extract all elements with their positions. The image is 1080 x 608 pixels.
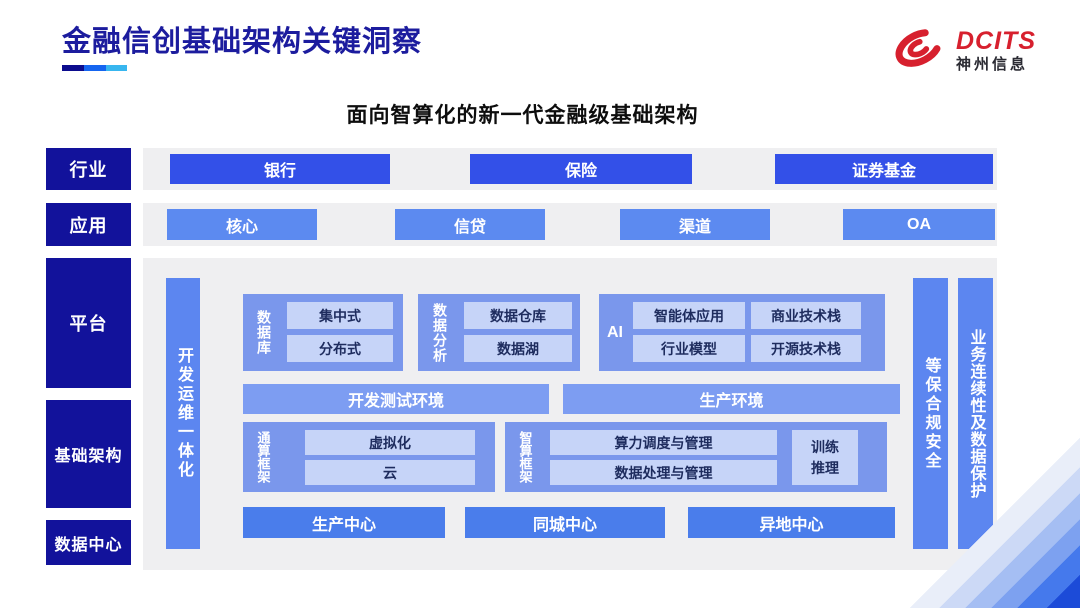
node-cloud: 云 xyxy=(305,460,475,485)
analytics-group: 数据分析 数据仓库 数据湖 xyxy=(418,294,580,371)
node-data-processing: 数据处理与管理 xyxy=(550,460,777,485)
node-industry-models: 行业模型 xyxy=(633,335,745,362)
node-data-warehouse: 数据仓库 xyxy=(464,302,572,329)
node-devtest-env: 开发测试环境 xyxy=(243,384,549,414)
rail-platform: 平台 xyxy=(46,258,131,388)
node-open-source-stack: 开源技术栈 xyxy=(751,335,861,362)
node-insurance: 保险 xyxy=(470,154,692,184)
continuity-bar: 业务连续性及数据保护 xyxy=(958,278,993,549)
rail-application: 应用 xyxy=(46,203,131,246)
node-remote-center: 异地中心 xyxy=(688,507,895,538)
logo-company: 神州信息 xyxy=(956,55,1029,73)
ai-group-label: AI xyxy=(607,323,623,341)
general-compute-group: 通算框架 虚拟化 云 xyxy=(243,422,495,492)
node-securities-funds: 证券基金 xyxy=(775,154,993,184)
analytics-group-label: 数据分析 xyxy=(432,302,448,363)
node-distributed: 分布式 xyxy=(287,335,393,362)
ai-compute-group: 智算框架 算力调度与管理 数据处理与管理 训练推理 xyxy=(505,422,887,492)
node-compute-scheduling: 算力调度与管理 xyxy=(550,430,777,455)
node-agent-apps: 智能体应用 xyxy=(633,302,745,329)
node-credit: 信贷 xyxy=(395,209,545,240)
node-core: 核心 xyxy=(167,209,317,240)
company-logo: DCITS 神州信息 xyxy=(890,20,1060,80)
node-production-env: 生产环境 xyxy=(563,384,900,414)
node-data-lake: 数据湖 xyxy=(464,335,572,362)
logo-brand: DCITS xyxy=(956,26,1036,55)
node-samecity-center: 同城中心 xyxy=(465,507,665,538)
title-underline-segment xyxy=(106,65,127,71)
general-compute-label: 通算框架 xyxy=(255,431,271,483)
node-centralized: 集中式 xyxy=(287,302,393,329)
page-title: 金融信创基础架构关键洞察 xyxy=(62,26,423,58)
ai-compute-label: 智算框架 xyxy=(517,431,533,483)
node-training-inference: 训练推理 xyxy=(792,430,858,485)
devops-bar-label: 开发运维一体化 xyxy=(175,347,192,480)
database-group: 数据库 集中式 分布式 xyxy=(243,294,403,371)
logo-swirl-icon xyxy=(890,20,948,81)
security-bar-label: 等保合规安全 xyxy=(922,356,940,471)
node-channel: 渠道 xyxy=(620,209,770,240)
security-bar: 等保合规安全 xyxy=(913,278,948,549)
rail-industry: 行业 xyxy=(46,148,131,190)
ai-group: AI 智能体应用 商业技术栈 行业模型 开源技术栈 xyxy=(599,294,885,371)
continuity-bar-label: 业务连续性及数据保护 xyxy=(967,328,985,499)
node-virtualization: 虚拟化 xyxy=(305,430,475,455)
diagram-title: 面向智算化的新一代金融级基础架构 xyxy=(346,104,699,127)
industry-strip: 银行 保险 证券基金 xyxy=(143,148,997,190)
title-underline-segment xyxy=(62,65,84,71)
application-strip: 核心 信贷 渠道 OA xyxy=(143,203,997,246)
platform-panel: 开发运维一体化 数据库 集中式 分布式 数据分析 数据仓库 数据湖 AI 智能体… xyxy=(143,258,997,570)
rail-datacenter: 数据中心 xyxy=(46,520,131,565)
node-commercial-stack: 商业技术栈 xyxy=(751,302,861,329)
node-production-center: 生产中心 xyxy=(243,507,445,538)
database-group-label: 数据库 xyxy=(256,310,272,355)
devops-bar: 开发运维一体化 xyxy=(166,278,200,549)
node-bank: 银行 xyxy=(170,154,390,184)
rail-infrastructure: 基础架构 xyxy=(46,400,131,508)
title-underline-segment xyxy=(84,65,106,71)
node-oa: OA xyxy=(843,209,995,240)
